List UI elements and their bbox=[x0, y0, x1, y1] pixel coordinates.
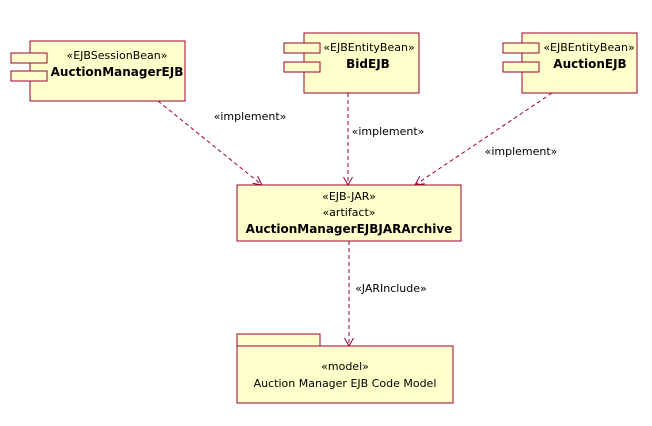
component-stereotype: «EJBSessionBean» bbox=[66, 49, 167, 62]
artifact-body bbox=[236, 184, 462, 242]
arrowhead-icon bbox=[252, 175, 263, 186]
component-port-top bbox=[502, 42, 540, 54]
edge-line bbox=[157, 100, 263, 186]
package-tab bbox=[236, 333, 321, 347]
edge-label: «implement» bbox=[485, 145, 558, 158]
edge-label: «implement» bbox=[214, 110, 287, 123]
component-body bbox=[521, 32, 638, 94]
component-port-top bbox=[10, 52, 48, 64]
component-name: BidEJB bbox=[346, 57, 390, 71]
component-port-bottom bbox=[283, 61, 321, 73]
component-port-bottom bbox=[502, 61, 540, 73]
component-stereotype: «EJBEntityBean» bbox=[543, 41, 634, 54]
package-stereotype: «model» bbox=[321, 360, 369, 373]
edge-jar-include: «JARInclude» bbox=[344, 241, 427, 348]
component-auction-manager-ejb[interactable]: «EJBSessionBean» AuctionManagerEJB bbox=[10, 40, 186, 102]
artifact-stereotype-ejb-jar: «EJB-JAR» bbox=[322, 190, 376, 203]
component-bid-ejb[interactable]: «EJBEntityBean» BidEJB bbox=[283, 32, 420, 94]
artifact-name: AuctionManagerEJBJARArchive bbox=[246, 222, 453, 236]
arrowhead-icon bbox=[343, 176, 353, 187]
package-name: Auction Manager EJB Code Model bbox=[254, 377, 437, 390]
component-auction-ejb[interactable]: «EJBEntityBean» AuctionEJB bbox=[502, 32, 638, 94]
component-stereotype: «EJBEntityBean» bbox=[323, 41, 414, 54]
edge-line bbox=[414, 92, 553, 186]
arrowhead-icon bbox=[414, 176, 425, 186]
artifact-stereotype-artifact: «artifact» bbox=[322, 206, 375, 219]
component-body bbox=[303, 32, 420, 94]
artifact-jar-archive[interactable]: «EJB-JAR» «artifact» AuctionManagerEJBJA… bbox=[236, 184, 462, 242]
component-port-top bbox=[283, 42, 321, 54]
edge-implement-auction-manager: «implement» bbox=[157, 100, 287, 186]
edge-implement-auction: «implement» bbox=[414, 92, 558, 186]
package-body bbox=[236, 345, 454, 404]
edge-label: «implement» bbox=[352, 125, 425, 138]
component-name: AuctionEJB bbox=[553, 57, 626, 71]
component-port-bottom bbox=[10, 70, 48, 82]
model-package-code-model[interactable]: «model» Auction Manager EJB Code Model bbox=[236, 333, 454, 404]
edge-label: «JARInclude» bbox=[355, 282, 427, 295]
component-body bbox=[29, 40, 186, 102]
arrowhead-icon bbox=[344, 337, 354, 348]
edge-implement-bid: «implement» bbox=[343, 93, 425, 187]
component-name: AuctionManagerEJB bbox=[51, 65, 184, 79]
